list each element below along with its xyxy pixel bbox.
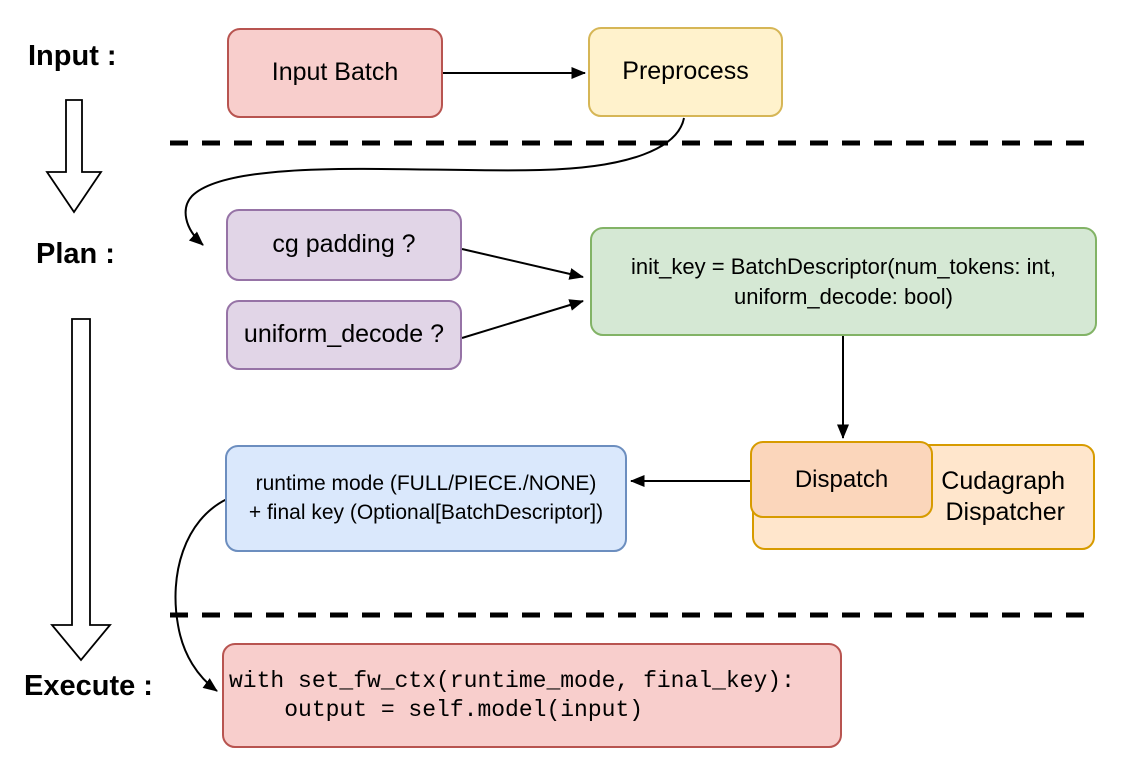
init-key-line1: init_key = BatchDescriptor(num_tokens: i… — [631, 253, 1056, 279]
runtime-mode-line1: runtime mode (FULL/PIECE./NONE) — [255, 472, 597, 496]
execute-code-line2: output = self.model(input) — [229, 696, 644, 723]
cg-padding-node: cg padding ? — [226, 209, 462, 281]
plan-section-label: Plan : — [36, 238, 115, 270]
plan-section-down-arrow-icon — [50, 318, 112, 662]
cudagraph-dispatcher-line2: Dispatcher — [945, 498, 1066, 526]
cudagraph-dispatcher-line1: Cudagraph — [941, 466, 1065, 495]
init-key-node: init_key = BatchDescriptor(num_tokens: i… — [590, 227, 1097, 336]
execute-section-label: Execute : — [24, 670, 153, 702]
execute-code-line1: with set_fw_ctx(runtime_mode, final_key)… — [229, 667, 795, 694]
runtime-mode-line2: + final key (Optional[BatchDescriptor]) — [248, 500, 604, 524]
uniform-decode-node: uniform_decode ? — [226, 300, 462, 370]
dispatch-label: Dispatch — [794, 465, 889, 493]
preprocess-node: Preprocess — [588, 27, 783, 117]
uniform-decode-label: uniform_decode ? — [243, 320, 445, 349]
input-batch-label: Input Batch — [271, 58, 399, 87]
execute-code-node: with set_fw_ctx(runtime_mode, final_key)… — [222, 643, 842, 748]
input-section-label: Input : — [28, 40, 117, 72]
init-key-line2: uniform_decode: bool) — [734, 283, 953, 309]
arrow-runtime-mode-to-execute-code — [174, 498, 228, 692]
input-batch-node: Input Batch — [227, 28, 443, 118]
preprocess-label: Preprocess — [622, 57, 749, 86]
arrow-cg-padding-to-init-key — [461, 248, 584, 280]
runtime-mode-node: runtime mode (FULL/PIECE./NONE) + final … — [225, 445, 627, 552]
arrow-uniform-decode-to-init-key — [461, 299, 584, 339]
dispatch-node: Dispatch — [750, 441, 933, 518]
cg-padding-label: cg padding ? — [272, 230, 416, 259]
input-section-down-arrow-icon — [45, 99, 103, 214]
